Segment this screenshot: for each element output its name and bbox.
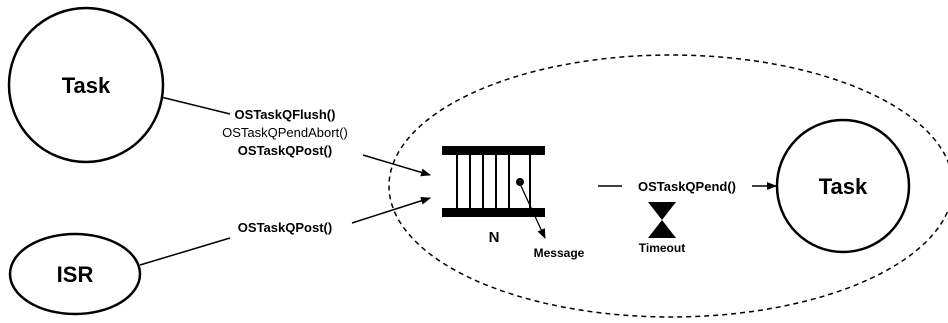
message-queue: N [442, 146, 545, 246]
task-right-label: Task [819, 174, 868, 199]
pend-abort-call-label: OSTaskQPendAbort() [222, 125, 348, 140]
isr-ellipse [8, 232, 142, 316]
pend-call-label: OSTaskQPend() [638, 179, 736, 194]
queue-top-bar [442, 146, 545, 155]
hourglass-icon [648, 202, 676, 238]
hourglass-top-triangle [648, 202, 676, 220]
task-post-arrow [362, 154, 431, 177]
isr-node: ISR [8, 232, 142, 316]
isr-connector-line [139, 237, 231, 266]
flush-call-label: OSTaskQFlush() [235, 107, 336, 122]
isr-post-arrow [351, 196, 431, 224]
message-pointer-arrow [520, 185, 546, 239]
task-left-circle [7, 6, 165, 164]
isr-label: ISR [57, 262, 94, 287]
task-right-node: Task [775, 118, 911, 254]
task-right-circle [775, 118, 911, 254]
queue-size-label: N [489, 229, 500, 246]
queue-bottom-bar [442, 208, 545, 217]
timeout-label: Timeout [639, 241, 685, 255]
queue-message-dot [516, 178, 524, 186]
message-label: Message [534, 246, 585, 260]
post-isr-call-label: OSTaskQPost() [238, 220, 332, 235]
task-left-node: Task [7, 6, 165, 164]
task-boundary-dashed-ellipse [388, 54, 948, 318]
post-task-call-label: OSTaskQPost() [238, 143, 332, 158]
hourglass-bottom-triangle [648, 220, 676, 238]
task-left-label: Task [62, 73, 111, 98]
task-left-connector-line [160, 96, 231, 115]
